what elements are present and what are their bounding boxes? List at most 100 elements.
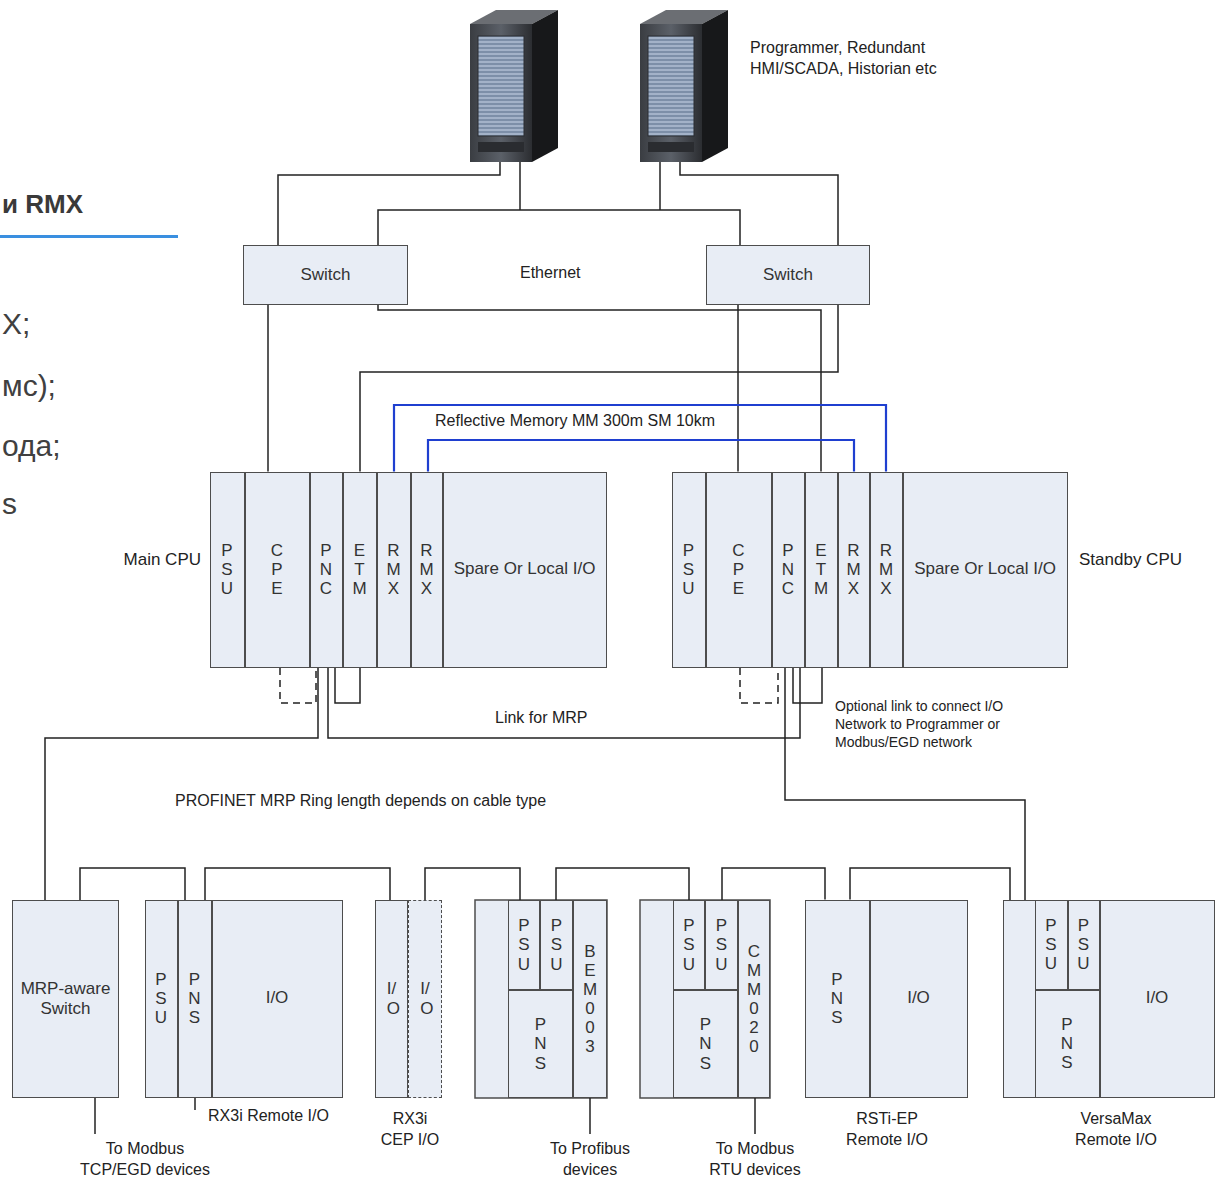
server-note: Programmer, Redundant HMI/SCADA, Histori… [750,38,955,80]
module-label: PNS [532,1015,549,1072]
module-label: PNS [1059,1015,1076,1072]
group-heading: VersaMax Remote I/O [1066,1109,1166,1151]
heading-underline [0,235,178,238]
module-label: PSU [680,541,697,598]
io-module: I/O [212,900,343,1098]
module-label: PNS [186,970,203,1027]
module-label: PSU [1075,916,1092,973]
power-supply-module: PSU [672,472,706,668]
slide-text: мс); [2,366,102,405]
reflective-memory-module: RMX [838,472,870,668]
profinet-controller: PNC [772,472,805,668]
rack-link-bracket [280,668,822,703]
cpu-rack: Main CPUPSUCPEPNCETMRMXRMXSpare Or Local… [210,472,607,668]
module-label: BEM003 [582,942,599,1056]
module-label: PNS [829,970,846,1027]
slide-text: s [2,484,62,523]
module-label: PNS [697,1015,714,1072]
power-supply-module: PSU [210,472,245,668]
profinet-scanner: PNS [673,990,738,1098]
module-label: RMX [878,541,895,598]
profinet-scanner: PNS [178,900,212,1098]
io-slot-area: Spare Or Local I/O [903,472,1068,668]
io-module: I/O [408,900,442,1098]
network-cable [45,668,318,901]
module-label: PSU [153,970,170,1027]
network-cable [378,305,821,472]
module-label: PSU [713,916,730,973]
annotation: PROFINET MRP Ring length depends on cabl… [175,791,675,812]
annotation: Optional link to connect I/O Network to … [835,697,1035,752]
io-module: I/O [1100,900,1215,1098]
power-supply-module: PSU [1068,900,1100,990]
power-supply-module: PSU [705,900,738,990]
power-supply-module: PSU [1035,900,1068,990]
group-heading: RSTi-EP Remote I/O [832,1109,942,1151]
reflective-memory-link [428,440,854,472]
cpu-module: CPE [706,472,772,668]
module-label: I/O [907,988,930,1008]
module-label: PSU [548,916,565,973]
module-label: CMM020 [746,942,763,1056]
module-label: Spare Or Local I/O [454,559,596,579]
module-label: PSU [681,916,698,973]
module-label: RMX [418,541,435,598]
module-group-outline [475,900,770,1098]
module-label: I/O [1146,988,1169,1008]
network-cable [850,868,1010,900]
reflective-memory-module: RMX [377,472,411,668]
network-cable [80,868,185,900]
profinet-controller: PNC [310,472,343,668]
mrp-switch: MRP-aware Switch [12,900,119,1098]
reflective-memory-module: RMX [411,472,443,668]
connector-label: Reflective Memory MM 300m SM 10km [432,411,718,431]
cpu-module: CPE [245,472,310,668]
module-label: RMX [845,541,862,598]
module-label: Switch [300,265,350,285]
reflective-memory-link [394,405,886,472]
module-label: ETM [813,541,830,598]
reflective-memory-module: RMX [870,472,903,668]
module-label: Switch [763,265,813,285]
network-cable [556,868,689,900]
ethernet-module: ETM [805,472,838,668]
network-cable [267,305,269,472]
io-module: I/O [870,900,968,1098]
profinet-scanner: PNS [805,900,870,1098]
cpu-rack: Standby CPUPSUCPEPNCETMRMXRMXSpare Or Lo… [672,472,1068,668]
power-supply-module: PSU [673,900,705,990]
server-tower [470,10,728,162]
module-label: I/O [420,979,429,1017]
network-label: Ethernet [520,263,620,284]
module-label: PNC [780,541,797,598]
ethernet-module: ETM [343,472,377,668]
group-heading: RX3i Remote I/O [208,1106,378,1127]
ethernet-cable [278,162,838,245]
io-module: I/O [375,900,408,1098]
group-heading: Standby CPU [1079,549,1199,571]
network-cable [425,868,520,900]
slide-heading: и RMX [2,188,152,222]
network-cable [205,868,390,900]
io-slot-area: Spare Or Local I/O [443,472,607,668]
modbus-module: CMM020 [738,900,770,1098]
group-heading: RX3i CEP I/O [378,1109,442,1151]
power-supply-module: PSU [540,900,573,990]
profibus-module: BEM003 [573,900,607,1098]
module-label: PSU [219,541,236,598]
group-heading: Main CPU [107,549,201,571]
module-label: MRP-aware Switch [13,979,118,1020]
device-target: To Profibus devices [540,1139,640,1181]
device-target: To Modbus TCP/EGD devices [75,1139,215,1181]
module-label: I/O [387,979,396,1017]
slide-text: X; [2,304,82,343]
cep-io-group: RX3i CEP I/OI/OI/O [375,900,442,1098]
power-supply-module: PSU [508,900,540,990]
profinet-scanner: PNS [508,990,573,1098]
remote-io-rack: RX3i Remote I/OPSUPNSI/O [145,900,343,1098]
network-switch: Switch [706,245,870,305]
remote-io-rack: VersaMax Remote I/OPSUPSUPNSI/O [1003,900,1215,1098]
module-label: CPE [730,541,747,598]
remote-io-rack: RSTi-EP Remote I/OPNSI/O [805,900,968,1098]
module-label: PSU [1043,916,1060,973]
